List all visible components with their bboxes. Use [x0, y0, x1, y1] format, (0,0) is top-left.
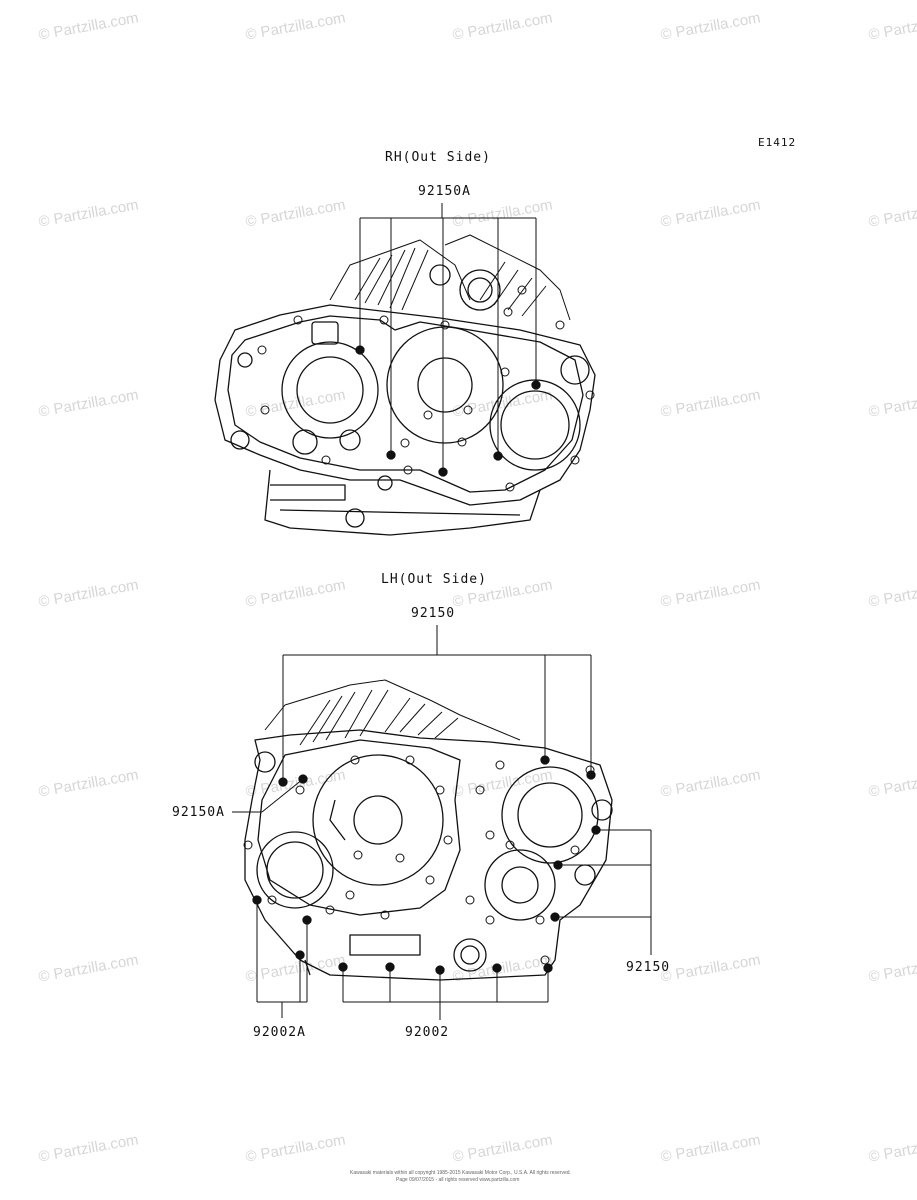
- lh-callout-92150-top: 92150: [411, 606, 456, 621]
- lh-view-title: LH(Out Side): [381, 572, 487, 587]
- lh-callout-92002a: 92002A: [253, 1025, 306, 1040]
- footer-page: Page 09/07/2015 - all rights reserved ww…: [396, 1177, 520, 1183]
- lh-callout-92150a: 92150A: [172, 805, 225, 820]
- figure-code: E1412: [758, 136, 797, 149]
- rh-callout-92150a: 92150A: [418, 184, 471, 199]
- rh-crankcase-drawing: [214, 234, 596, 536]
- lh-leader-lines: [232, 625, 652, 1020]
- lh-callout-92002: 92002: [405, 1025, 450, 1040]
- footer-copyright: Kawasaki materials within all copyright …: [350, 1170, 571, 1176]
- rh-view-title: RH(Out Side): [385, 150, 491, 165]
- lh-callout-92150-right: 92150: [626, 960, 671, 975]
- lh-crankcase-drawing: [243, 679, 613, 981]
- rh-leader-lines: [359, 203, 537, 472]
